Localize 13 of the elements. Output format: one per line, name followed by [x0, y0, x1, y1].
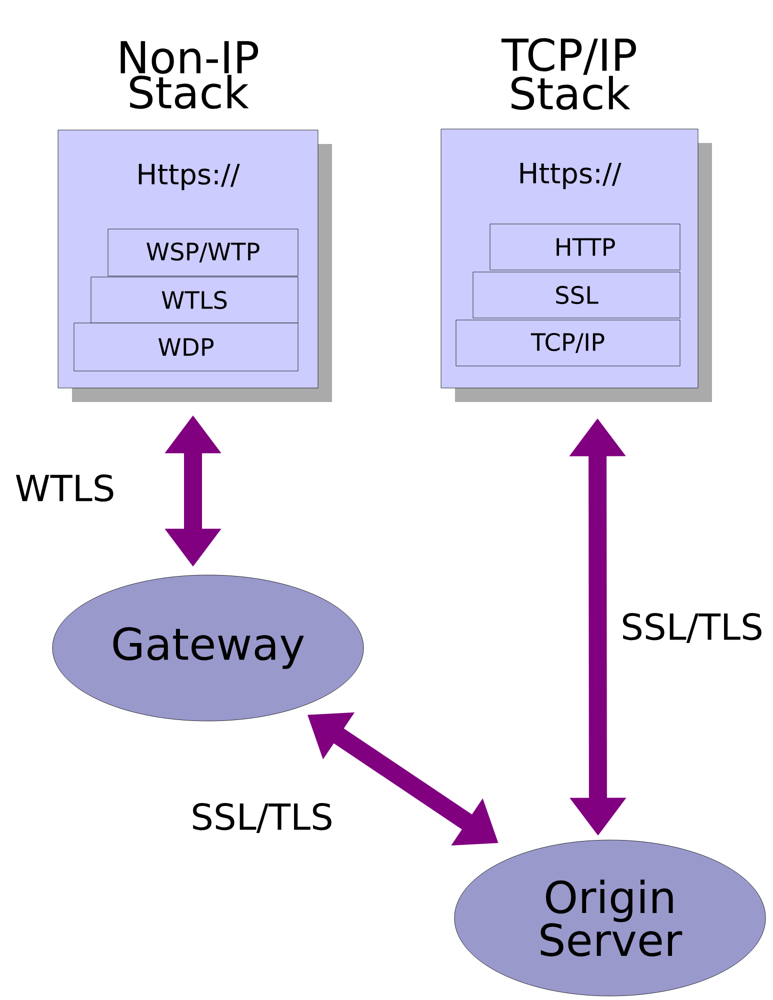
layer-box: HTTP: [490, 224, 680, 270]
ellipse-node: Gateway: [52, 574, 364, 722]
layer-box: WTLS: [90, 276, 298, 324]
stack-heading: TCP/IP Stack: [501, 38, 636, 110]
edge-label: SSL/TLS: [188, 800, 336, 836]
layer-box: TCP/IP: [456, 320, 680, 366]
layer-box: WDP: [74, 322, 298, 372]
edge-label: WTLS: [12, 472, 118, 504]
layer-box: WSP/WTP: [108, 228, 298, 276]
edge-label: SSL/TLS: [618, 610, 766, 646]
stack-heading: Non-IP Stack: [120, 41, 258, 109]
ellipse-node: Origin Server: [454, 840, 766, 996]
layer-box: SSL: [472, 272, 680, 318]
